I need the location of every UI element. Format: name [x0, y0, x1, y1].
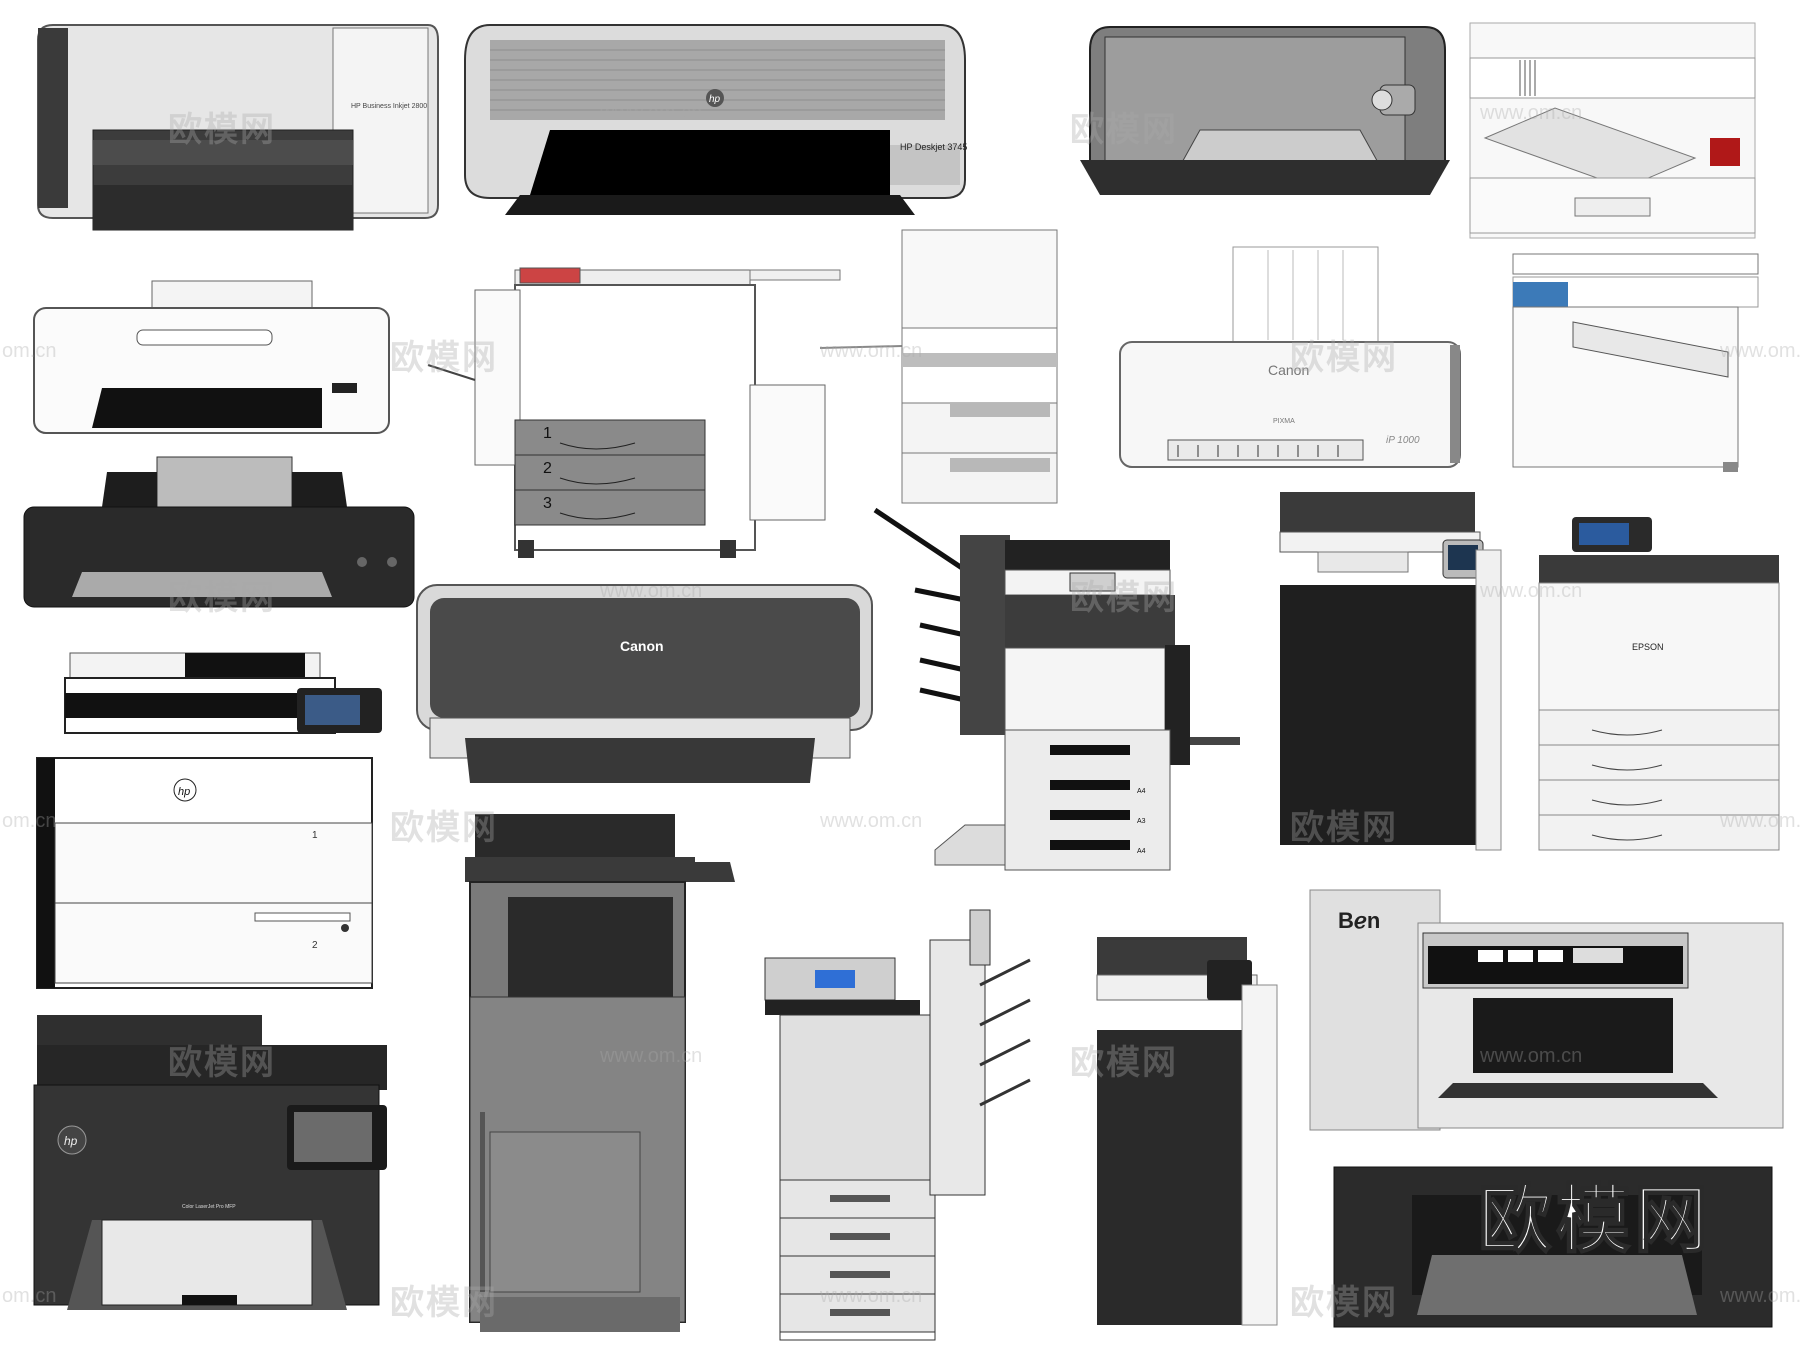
printer-white-inkjet: [32, 278, 392, 443]
hp-logo-text: hp: [709, 94, 721, 105]
printer-canon-wide: Canon: [415, 583, 875, 788]
printer-ben-all-in-one: Bℯn: [1308, 888, 1786, 1134]
watermark-logo-large: 欧模网: [1477, 1176, 1712, 1264]
model-label: HP Business Inkjet 2800: [351, 103, 427, 110]
printer-office-finisher-copier: A4 A3 A4: [873, 505, 1240, 880]
hp-logo-text: hp: [178, 786, 190, 798]
printer-photo-dark: [1080, 25, 1450, 200]
printer-canon-pixma: Canon PIXMA iP 1000: [1118, 245, 1463, 470]
model-label: Color LaserJet Pro MFP: [182, 1204, 236, 1210]
printer-wide-dark: [22, 452, 417, 612]
brand-label: Bℯn: [1338, 908, 1380, 933]
printer-dark-tower-mfp-2: [1092, 935, 1297, 1330]
model-label: HP Deskjet 3745: [900, 142, 967, 152]
printer-white-tower: [819, 228, 1060, 513]
tray-number: 1: [312, 830, 318, 841]
model-label: iP 1000: [1386, 435, 1420, 446]
paper-size-label: A3: [1137, 818, 1146, 825]
hp-logo-text: hp: [64, 1134, 78, 1148]
printer-wide-dark-bottom: [1332, 1165, 1774, 1330]
printer-hp-color-laserjet-dark: hp Color LaserJet Pro MFP: [32, 1010, 407, 1325]
paper-size-label: A4: [1137, 848, 1146, 855]
printer-hp-deskjet: hp HP Deskjet 3745: [460, 20, 975, 230]
printer-gray-tall-copier: [460, 812, 740, 1340]
brand-label: Canon: [620, 638, 664, 654]
tray-number: 3: [543, 495, 552, 512]
tray-number: 2: [543, 460, 552, 477]
printer-canon-tray-copier: 1 2 3: [420, 240, 841, 565]
model-label: PIXMA: [1273, 418, 1295, 425]
printer-hp-color-laser-white: hp 1 2: [35, 648, 390, 996]
brand-label: Canon: [1268, 362, 1309, 378]
printer-hp-business-inkjet: HP Business Inkjet 2800: [33, 20, 439, 245]
printer-epson-tower: EPSON: [1537, 515, 1782, 860]
printer-large-finisher-copier: [725, 900, 1130, 1341]
brand-label: EPSON: [1632, 642, 1664, 652]
tray-number: 2: [312, 940, 318, 951]
printer-white-copier-small: [1465, 18, 1765, 243]
paper-size-label: A4: [1137, 788, 1146, 795]
printer-dark-tower-mfp: [1278, 490, 1518, 860]
tray-number: 1: [543, 425, 552, 442]
printer-white-copier-blue: [1498, 252, 1760, 490]
